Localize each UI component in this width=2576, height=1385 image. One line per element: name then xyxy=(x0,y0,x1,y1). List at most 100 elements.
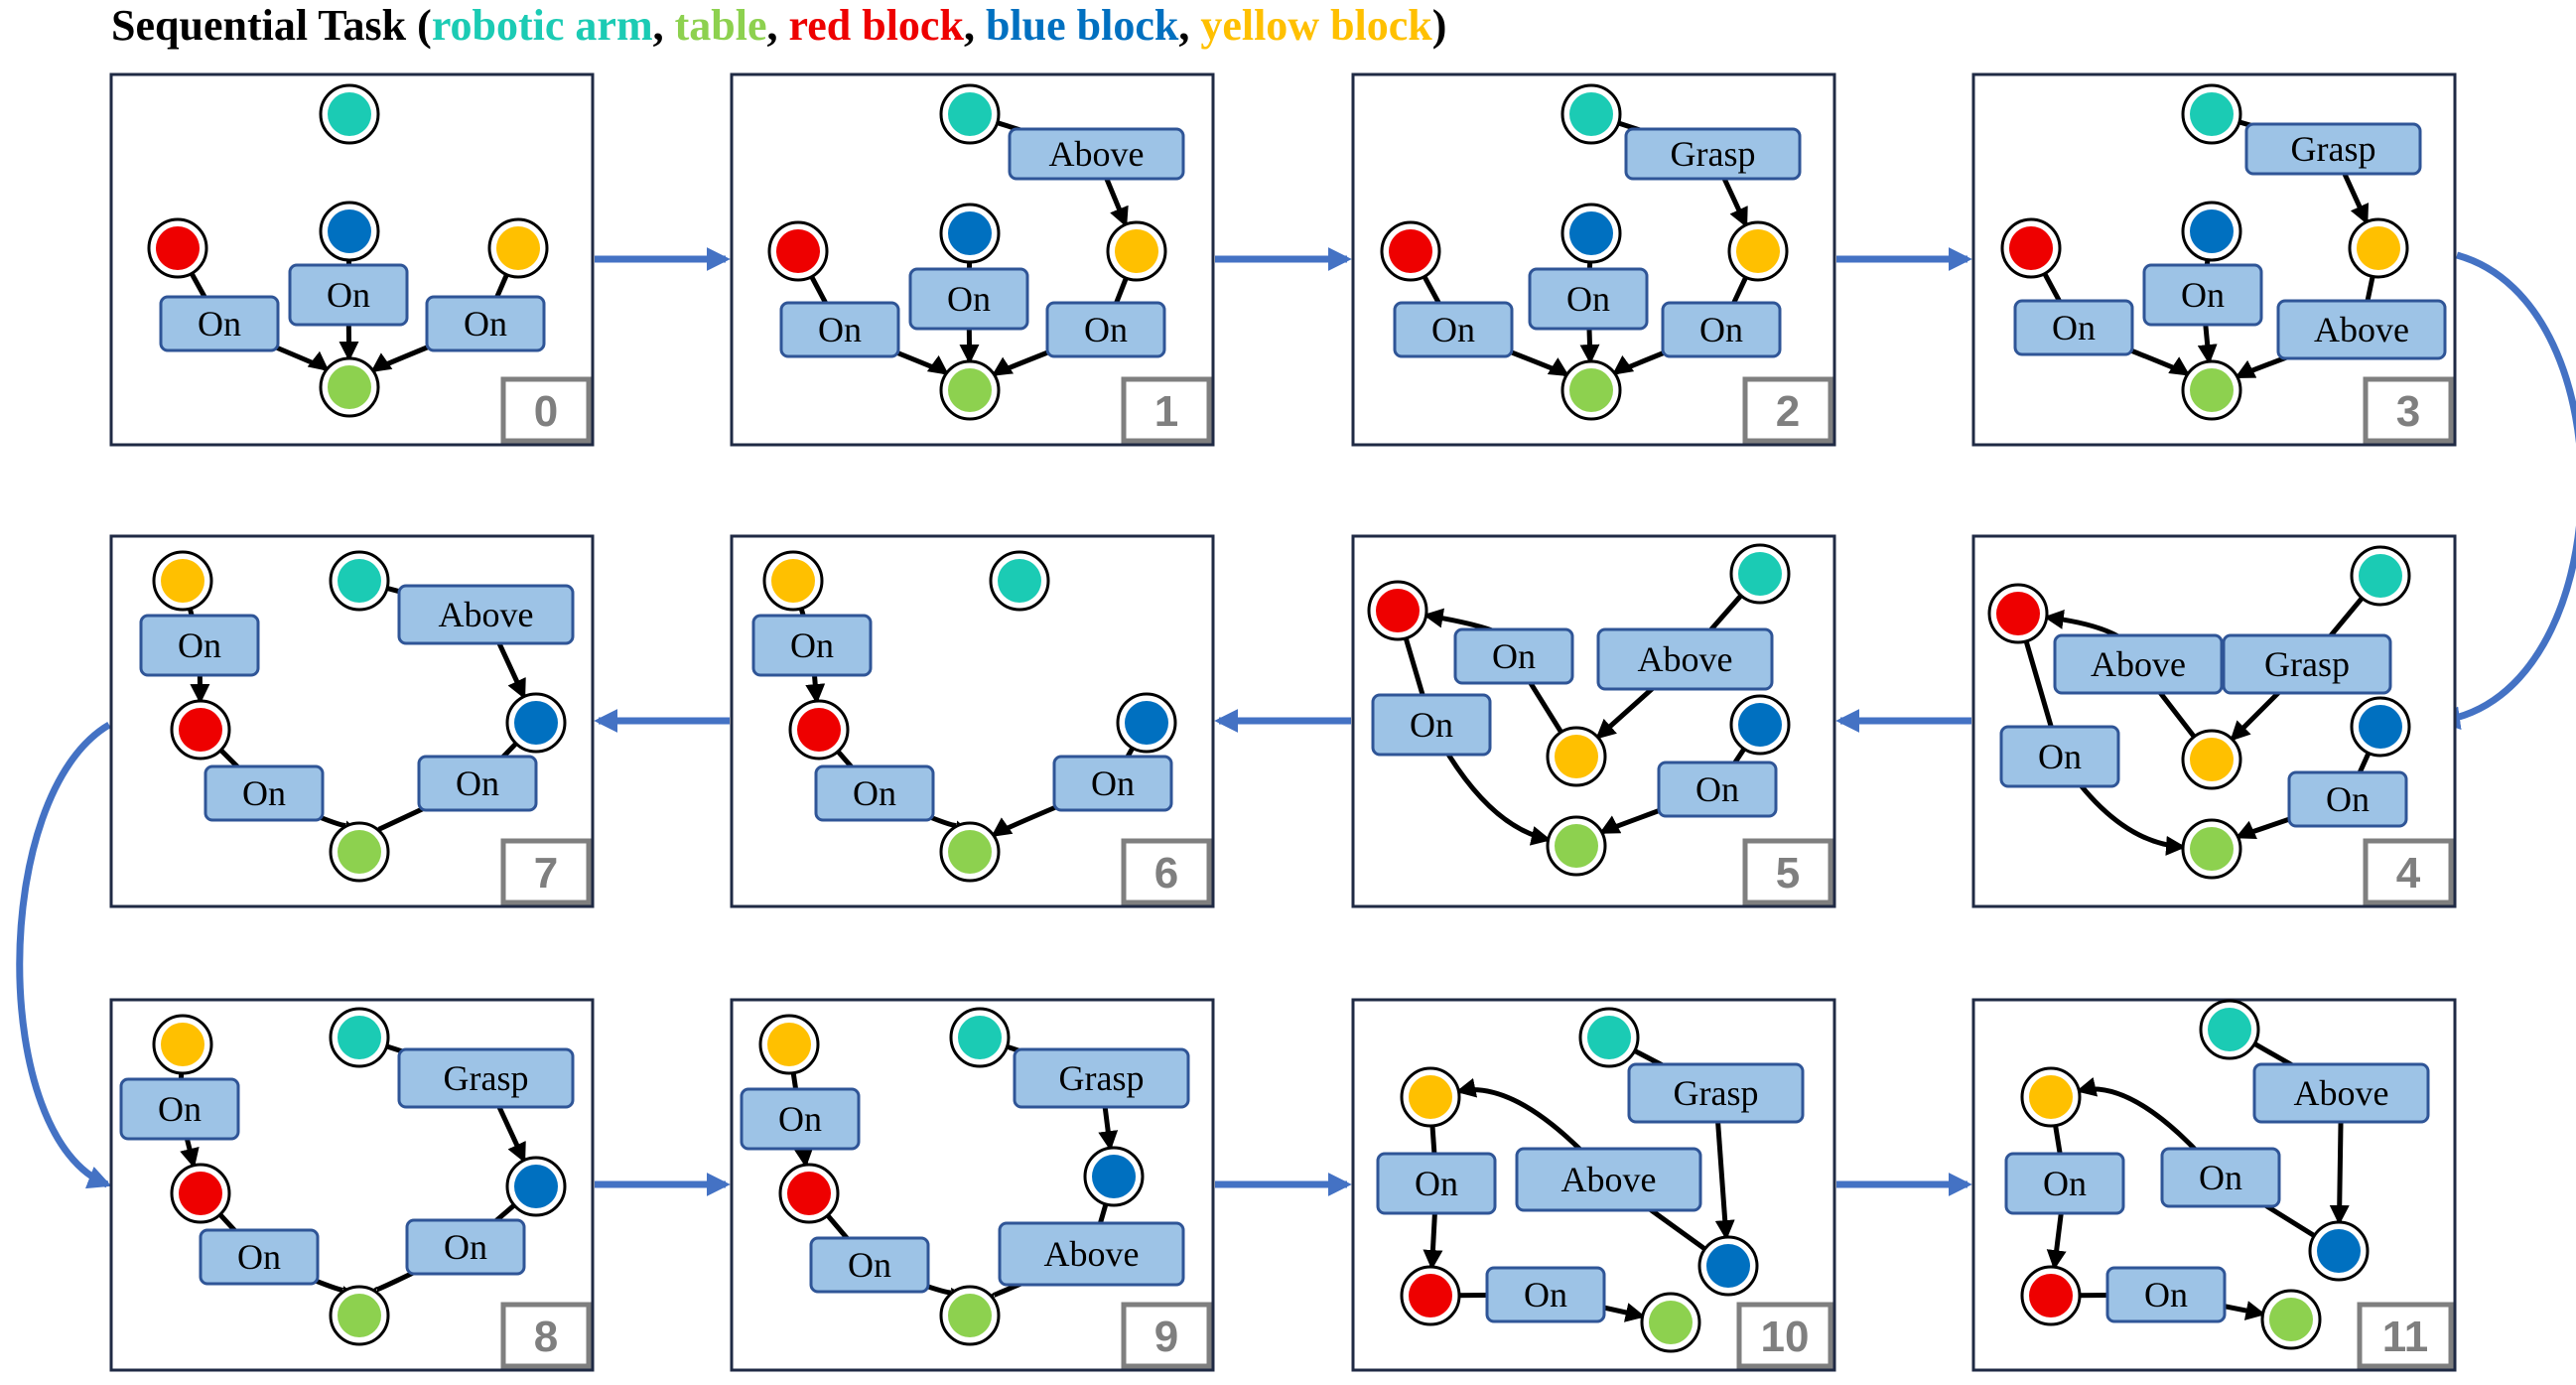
arm-node xyxy=(1560,83,1622,145)
step-badge-frame xyxy=(500,1302,592,1369)
relation-label-on: On xyxy=(425,295,546,352)
arm-node-fill xyxy=(1569,92,1613,136)
red-node-fill xyxy=(787,1172,831,1215)
step-badge-frame xyxy=(500,376,592,444)
step-badge-frame xyxy=(1121,838,1212,905)
table-node-fill xyxy=(2269,1298,2313,1341)
legend-robotic-arm: robotic arm xyxy=(431,1,653,50)
relation-box xyxy=(139,614,260,677)
red-node-fill xyxy=(179,1172,222,1215)
relation-text: Grasp xyxy=(1674,1073,1759,1113)
arm-node-fill xyxy=(328,92,371,136)
relation-label-on: On xyxy=(1393,301,1514,358)
relation-text: On xyxy=(242,773,286,813)
legend-yellow-block: yellow block xyxy=(1200,1,1432,50)
relation-label-grasp: Grasp xyxy=(2244,122,2422,176)
legend-red-block: red block xyxy=(788,1,964,50)
legend-blue-block: blue block xyxy=(985,1,1179,50)
arm-node-fill xyxy=(958,1016,1002,1059)
relation-label-on: On xyxy=(2160,1147,2281,1208)
step-number: 0 xyxy=(534,387,558,436)
table-node-fill xyxy=(1555,824,1598,868)
relation-box xyxy=(814,764,935,822)
yellow-node-fill xyxy=(771,559,815,603)
yellow-node xyxy=(487,217,549,279)
relation-box xyxy=(2222,633,2392,695)
relation-label-on: On xyxy=(2287,770,2408,828)
relation-text: On xyxy=(2326,779,2370,819)
relation-box xyxy=(199,1228,320,1286)
relation-label-on: On xyxy=(1453,627,1574,685)
relation-label-on: On xyxy=(1528,267,1649,331)
yellow-node-fill xyxy=(1736,229,1780,273)
yellow-node xyxy=(762,550,824,612)
relation-text: On xyxy=(2052,308,2096,347)
blue-node-fill xyxy=(514,701,558,745)
step-number: 1 xyxy=(1154,387,1178,436)
step-number: 10 xyxy=(1761,1313,1810,1361)
table-node-fill xyxy=(2190,827,2234,871)
step-number: 8 xyxy=(534,1313,558,1361)
yellow-node xyxy=(152,1014,213,1075)
blue-node xyxy=(1560,203,1622,264)
relation-text: Grasp xyxy=(1059,1058,1145,1098)
arm-node-fill xyxy=(998,559,1041,603)
relation-box xyxy=(1371,693,1492,757)
step-number-badge: 0 xyxy=(500,376,592,444)
step-number: 4 xyxy=(2396,849,2421,898)
arm-node xyxy=(2350,545,2411,607)
table-node xyxy=(329,1285,390,1346)
relation-label-on: On xyxy=(405,1218,526,1276)
relation-label-grasp: Grasp xyxy=(1627,1062,1805,1124)
red-node-fill xyxy=(2029,1274,2073,1317)
relation-box xyxy=(2105,1266,2227,1323)
relation-text: On xyxy=(158,1089,202,1129)
relation-box xyxy=(397,1047,575,1109)
relation-label-on: On xyxy=(740,1087,861,1151)
relation-label-on: On xyxy=(908,267,1029,331)
relation-box xyxy=(1376,1152,1497,1215)
relation-text: Above xyxy=(2091,644,2186,684)
step-badge-frame xyxy=(2363,376,2454,444)
relation-text: Grasp xyxy=(1671,134,1756,174)
relation-text: On xyxy=(1431,310,1475,349)
step-number-badge: 9 xyxy=(1121,1302,1212,1369)
red-node-fill xyxy=(776,229,820,273)
relation-box xyxy=(2244,122,2422,176)
blue-node xyxy=(1729,694,1791,756)
relation-label-on: On xyxy=(814,764,935,822)
blue-node xyxy=(939,203,1001,264)
arm-node-fill xyxy=(2208,1008,2251,1051)
relation-label-above: Above xyxy=(998,1221,1185,1287)
relation-box xyxy=(203,764,325,822)
relation-label-on: On xyxy=(1045,301,1166,358)
relation-label-on: On xyxy=(119,1077,240,1141)
relation-label-grasp: Grasp xyxy=(397,1047,575,1109)
title-separator: , xyxy=(963,1,986,50)
arm-node-fill xyxy=(1587,1016,1631,1059)
relation-label-grasp: Grasp xyxy=(1624,127,1802,181)
relation-text: On xyxy=(1524,1275,1567,1315)
arm-node xyxy=(2181,83,2242,145)
relation-text: On xyxy=(1566,279,1610,319)
relation-box xyxy=(1485,1266,1606,1323)
blue-node xyxy=(2350,696,2411,758)
relation-text: On xyxy=(178,625,221,665)
step-badge-frame xyxy=(1742,376,1833,444)
relation-text: Above xyxy=(1561,1160,1657,1199)
relation-text: On xyxy=(464,304,507,344)
relation-box xyxy=(119,1077,240,1141)
step-number: 7 xyxy=(534,849,558,898)
relation-text: On xyxy=(1699,310,1743,349)
relation-box xyxy=(908,267,1029,331)
yellow-node xyxy=(2181,729,2242,790)
flow-arrow-7-to-8 xyxy=(16,721,112,1189)
table-node-fill xyxy=(948,368,992,412)
relation-text: On xyxy=(1091,763,1135,803)
relation-label-above: Above xyxy=(1515,1147,1702,1212)
table-node xyxy=(1560,359,1622,421)
